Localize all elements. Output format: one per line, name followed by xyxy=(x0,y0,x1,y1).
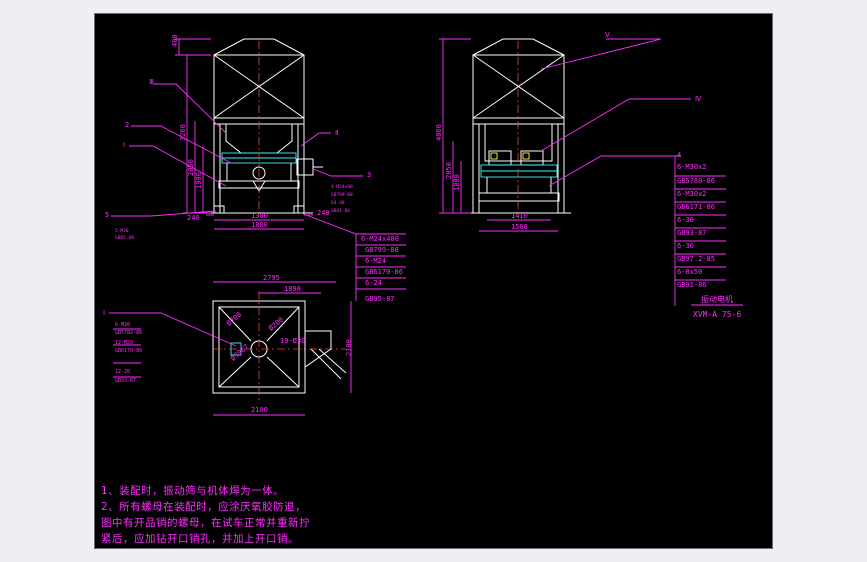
front-part-6: GB95-87 xyxy=(365,295,395,303)
side-part-8: GB97.2-85 xyxy=(677,255,715,263)
side-dim-h1: 1410 xyxy=(511,212,528,220)
front-part-3: 6-M24 xyxy=(365,257,386,265)
plan-note-1: 6-M20 xyxy=(115,322,130,328)
front-dim-h2: 1300 xyxy=(251,212,268,220)
side-leader-v: Ⅴ xyxy=(605,31,610,39)
motor-label: 振动电机 xyxy=(701,294,733,304)
side-part-2: GB5780-86 xyxy=(677,177,715,185)
side-dim-v2: 2050 xyxy=(445,162,453,179)
side-part-10: GB91-86 xyxy=(677,281,707,289)
front-leader-3: 3 xyxy=(367,171,371,179)
side-part-5: 6-30 xyxy=(677,216,694,224)
front-dim-h1: 240 xyxy=(187,214,200,222)
front-note-right-4: GB41-86 xyxy=(331,208,350,214)
front-dim-v2: 3260 xyxy=(179,124,187,141)
plan-dim-1: 2795 xyxy=(263,274,280,282)
front-dim-v3: 2050 xyxy=(187,159,195,176)
side-view: 4060 2050 1800 1410 1568 Ⅴ Ⅳ 4 xyxy=(435,31,743,319)
front-view: 400 3260 2050 1900 240 1300 1800 240 Ⅲ 2 xyxy=(105,34,406,303)
plan-note-2: GB5782-86 xyxy=(115,330,142,336)
plan-dim-4: 2100 xyxy=(251,406,268,414)
side-dim-h2: 1568 xyxy=(511,223,528,231)
plan-note-4: GB6170-86 xyxy=(115,348,142,354)
front-note-left-1: 5-M30 xyxy=(115,228,129,234)
front-dim-v1: 400 xyxy=(171,34,179,47)
side-part-1: 6-M30x2 xyxy=(677,163,707,171)
front-part-5: 6-24 xyxy=(365,279,382,287)
plan-callout-1: Ø700 xyxy=(225,311,243,328)
front-note-right-2: GB799-88 xyxy=(331,192,353,198)
side-leader-iv: Ⅳ xyxy=(695,95,702,103)
plan-callout-4: Ø3987 xyxy=(229,343,250,363)
plan-note-5: 12-20 xyxy=(115,369,130,375)
side-part-9: 6-8x50 xyxy=(677,268,702,276)
front-leader-i: Ⅰ xyxy=(123,141,125,149)
front-dim-h3: 1800 xyxy=(251,221,268,229)
front-leader-iii: Ⅲ xyxy=(149,78,154,86)
side-part-3: 6-M30x2 xyxy=(677,190,707,198)
front-note-left-2: GB85-88 xyxy=(115,235,134,241)
drawing-svg: 400 3260 2050 1900 240 1300 1800 240 Ⅲ 2 xyxy=(103,31,743,416)
side-leader-4: 4 xyxy=(677,151,681,159)
plan-side-chute xyxy=(304,330,332,368)
note-line-4: 紧后，应加钻开口销孔，并加上开口销。 xyxy=(101,533,299,545)
note-line-2: 2、所有螺母在装配时，应涂厌氧胶防退， xyxy=(101,501,307,513)
front-leader-5: 5 xyxy=(105,211,109,219)
plan-view: 2795 1890 2100 2100 Ø700 Ø200 19-Ø30 Ø39… xyxy=(103,274,353,416)
front-leader-ii: Ⅱ xyxy=(335,129,338,137)
side-dim-v3: 1800 xyxy=(453,174,461,191)
plan-dim-2: 1890 xyxy=(284,285,301,293)
drawing-sheet: 400 3260 2050 1900 240 1300 1800 240 Ⅲ 2 xyxy=(94,13,773,549)
front-dim-v4: 1900 xyxy=(195,172,203,189)
plan-callout-3: 19-Ø30 xyxy=(280,337,305,345)
front-note-right-1: 4-M24x80 xyxy=(331,184,353,190)
front-part-2: GB799-88 xyxy=(365,246,399,254)
side-part-7: 6-30 xyxy=(677,242,694,250)
plan-note-6: GB93-87 xyxy=(115,378,136,384)
plan-dim-3: 2100 xyxy=(345,339,353,356)
motor-model: XVM-A 75-6 xyxy=(693,310,741,319)
note-line-1: 1、装配时，振动筛与机体焊为一体。 xyxy=(101,485,285,497)
front-leader-2: 2 xyxy=(125,121,129,129)
front-part-4: GB6170-86 xyxy=(365,268,403,276)
note-line-3: 图中有开品销的螺母，在试车正常并重新拧 xyxy=(101,517,310,529)
side-part-4: GB6171-86 xyxy=(677,203,715,211)
side-part-6: GB93-87 xyxy=(677,229,707,237)
side-dim-v1: 4060 xyxy=(435,124,443,141)
front-part-1: 6-M24x400 xyxy=(361,235,399,243)
plan-leader-i: Ⅰ xyxy=(103,309,105,317)
plan-note-3: 12-M20 xyxy=(115,340,133,346)
front-note-right-3: Q4-30 xyxy=(331,200,345,206)
front-dim-h4: 240 xyxy=(317,209,330,217)
